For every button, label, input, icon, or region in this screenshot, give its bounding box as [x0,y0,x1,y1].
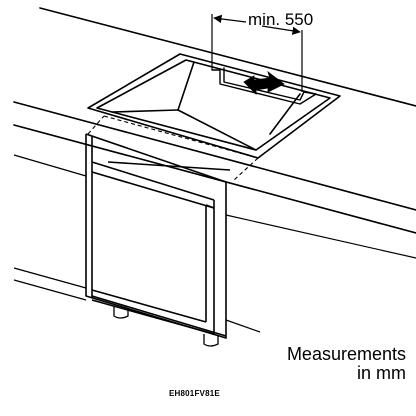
dimension-label: min. 550 [248,10,314,29]
double-arrow-icon [243,70,285,95]
rear-panel [211,67,317,105]
wall-lines [13,154,416,333]
base-cabinet [85,133,231,339]
measurements-caption: Measurements in mm [287,345,406,383]
caption-line-1: Measurements [286,344,406,364]
worktop-front-edge [13,101,416,211]
worktop-back-edge [39,7,416,107]
dimension-marker [211,14,303,92]
caption-line-2: in mm [357,363,406,383]
cabinet-feet [113,306,219,347]
drawing-code: EH801FV81E [169,389,220,398]
worktop-cutout [87,53,341,159]
cabinet-hidden-edges [87,115,259,181]
